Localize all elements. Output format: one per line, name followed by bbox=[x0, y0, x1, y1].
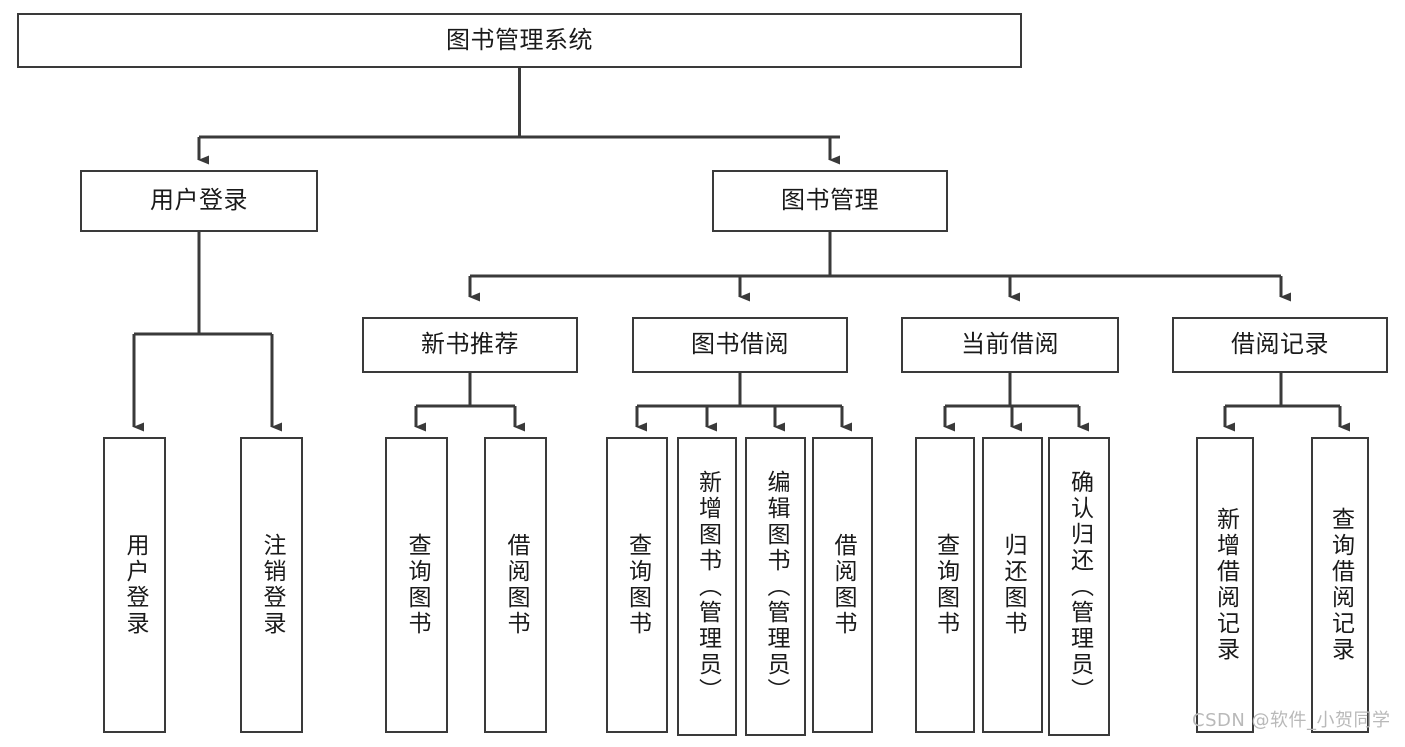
node-leaf-return-book[interactable]: 归还图书 bbox=[982, 437, 1043, 733]
node-root-label: 图书管理系统 bbox=[446, 25, 593, 54]
node-leaf-query-book-current-label: 查询图书 bbox=[932, 533, 959, 637]
node-borrow-record[interactable]: 借阅记录 bbox=[1172, 317, 1388, 373]
node-leaf-query-book-rec[interactable]: 查询图书 bbox=[385, 437, 448, 733]
node-book-manage[interactable]: 图书管理 bbox=[712, 170, 948, 232]
node-current-borrow[interactable]: 当前借阅 bbox=[901, 317, 1119, 373]
node-leaf-borrow-book[interactable]: 借阅图书 bbox=[812, 437, 873, 733]
node-user-login[interactable]: 用户登录 bbox=[80, 170, 318, 232]
node-leaf-query-borrow-record[interactable]: 查询借阅记录 bbox=[1311, 437, 1369, 733]
node-leaf-query-book-borrow[interactable]: 查询图书 bbox=[606, 437, 668, 733]
node-leaf-add-borrow-record-label: 新增借阅记录 bbox=[1212, 507, 1239, 663]
node-leaf-borrow-book-rec-label: 借阅图书 bbox=[503, 533, 529, 637]
node-leaf-user-logout-label: 注销登录 bbox=[259, 533, 285, 637]
node-book-borrow[interactable]: 图书借阅 bbox=[632, 317, 848, 373]
node-leaf-add-book-admin-label: 新增图书（管理员） bbox=[694, 469, 721, 704]
node-leaf-confirm-return-admin[interactable]: 确认归还（管理员） bbox=[1048, 437, 1110, 736]
node-leaf-query-book-rec-label: 查询图书 bbox=[404, 533, 430, 637]
node-leaf-edit-book-admin-label: 编辑图书（管理员） bbox=[763, 469, 789, 704]
node-leaf-query-book-borrow-label: 查询图书 bbox=[624, 533, 651, 637]
node-leaf-user-login-label: 用户登录 bbox=[122, 533, 148, 637]
node-leaf-add-borrow-record[interactable]: 新增借阅记录 bbox=[1196, 437, 1254, 733]
node-leaf-return-book-label: 归还图书 bbox=[1000, 533, 1026, 637]
node-book-borrow-label: 图书借阅 bbox=[691, 330, 789, 359]
node-leaf-edit-book-admin[interactable]: 编辑图书（管理员） bbox=[745, 437, 806, 736]
node-leaf-add-book-admin[interactable]: 新增图书（管理员） bbox=[677, 437, 737, 736]
node-root[interactable]: 图书管理系统 bbox=[17, 13, 1022, 68]
node-book-manage-label: 图书管理 bbox=[781, 186, 879, 215]
node-leaf-user-login[interactable]: 用户登录 bbox=[103, 437, 166, 733]
node-new-book-recommend-label: 新书推荐 bbox=[421, 330, 519, 359]
node-borrow-record-label: 借阅记录 bbox=[1231, 330, 1329, 359]
node-leaf-borrow-book-rec[interactable]: 借阅图书 bbox=[484, 437, 547, 733]
node-leaf-borrow-book-label: 借阅图书 bbox=[830, 533, 856, 637]
node-new-book-recommend[interactable]: 新书推荐 bbox=[362, 317, 578, 373]
node-leaf-query-borrow-record-label: 查询借阅记录 bbox=[1327, 507, 1354, 663]
node-user-login-label: 用户登录 bbox=[150, 186, 248, 215]
node-current-borrow-label: 当前借阅 bbox=[961, 330, 1059, 359]
node-leaf-user-logout[interactable]: 注销登录 bbox=[240, 437, 303, 733]
node-leaf-query-book-current[interactable]: 查询图书 bbox=[915, 437, 975, 733]
node-leaf-confirm-return-admin-label: 确认归还（管理员） bbox=[1066, 469, 1093, 704]
